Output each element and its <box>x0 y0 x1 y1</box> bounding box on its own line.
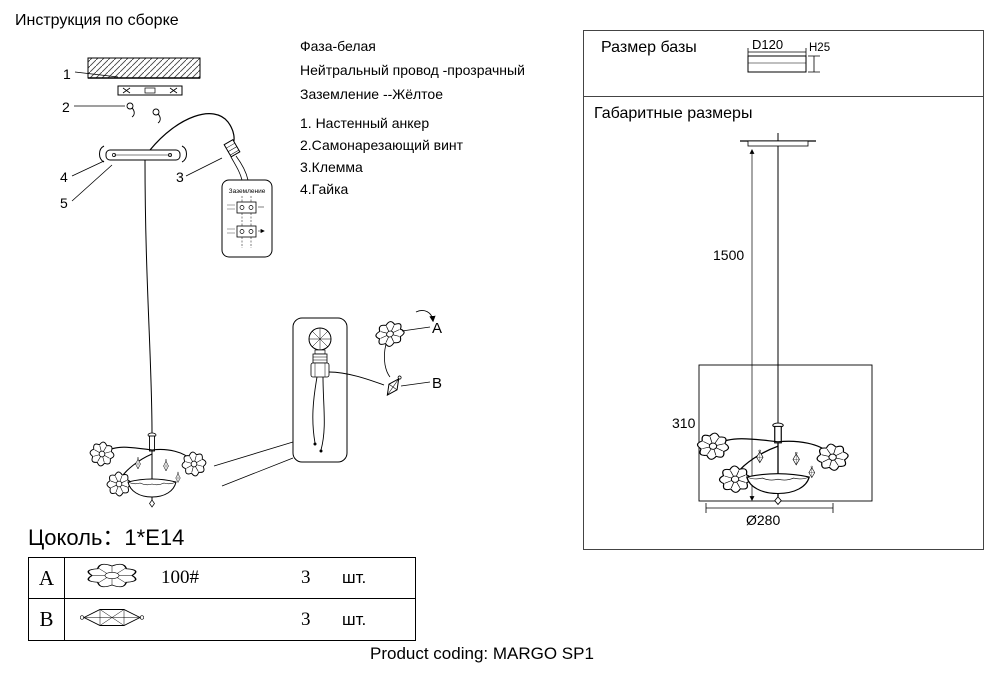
parts-item-3: 3.Клемма <box>300 159 363 175</box>
product-coding: Product coding: MARGO SP1 <box>370 644 594 663</box>
callout-1: 1 <box>63 66 71 82</box>
dimensions-panel: Размер базы Габаритные размеры <box>583 30 984 550</box>
drop-height-label: 1500 <box>713 247 745 263</box>
row-unit: шт. <box>342 609 367 629</box>
row-qty: 3 <box>301 567 311 588</box>
ground-detail-box: Заземление <box>221 179 273 258</box>
row-qty: 3 <box>301 608 311 630</box>
table-row: A 100# 3 шт. <box>29 558 415 599</box>
parts-item-4: 4.Гайка <box>300 181 349 197</box>
screw-icon <box>126 102 135 118</box>
callout-4: 4 <box>60 169 68 185</box>
row-unit: шт. <box>342 568 367 587</box>
flower-shade-detail <box>372 317 408 351</box>
base-height-label: H25 <box>809 42 831 54</box>
callout-a: A <box>432 320 443 337</box>
wiring-neutral: Нейтральный провод -прозрачный <box>300 62 525 78</box>
socket-info: Цоколь：1*E14 <box>28 525 185 550</box>
callout-2: 2 <box>62 99 70 115</box>
fixture-height-label: 310 <box>672 415 696 431</box>
row-spec: 100# <box>161 567 199 588</box>
magnifier-lines <box>213 441 294 487</box>
screw-icon <box>152 108 161 124</box>
callout-b: B <box>432 375 443 392</box>
flower-shade-icon <box>80 561 144 596</box>
parts-item-2: 2.Самонарезающий винт <box>300 137 464 153</box>
overall-size-heading: Габаритные размеры <box>594 105 753 122</box>
parts-list: 1. Настенный анкер 2.Самонарезающий винт… <box>300 112 463 200</box>
callout-5: 5 <box>60 195 68 211</box>
terminal-connector <box>223 139 241 158</box>
parts-item-1: 1. Настенный анкер <box>300 115 430 131</box>
pendant-lamp-drawing <box>88 159 208 507</box>
base-diameter-label: D120 <box>752 37 784 52</box>
wiring-phase: Фаза-белая <box>300 38 376 54</box>
canopy-drawing <box>99 145 187 163</box>
wiring-notes: Фаза-белая Нейтральный провод -прозрачны… <box>300 34 525 106</box>
crystal-ornament-icon <box>79 606 145 633</box>
base-size-heading: Размер базы <box>601 39 697 56</box>
ground-detail-title: Заземление <box>229 188 266 195</box>
detail-inset <box>292 310 436 463</box>
row-letter: B <box>29 599 65 640</box>
ceiling-drawing <box>71 57 223 202</box>
wiring-ground: Заземление --Жёлтое <box>300 86 443 102</box>
fixture-diameter-label: Ø280 <box>746 512 781 528</box>
components-table: A 100# 3 шт. B <box>28 557 416 641</box>
bulb-detail <box>308 327 332 453</box>
callout-3: 3 <box>176 169 184 185</box>
table-row: B 3 шт. <box>29 599 415 640</box>
mounting-bracket <box>117 85 183 96</box>
callout-leader-lines <box>71 71 223 202</box>
page-title: Инструкция по сборке <box>15 12 179 29</box>
power-wire-drawing <box>149 113 249 181</box>
crystal-detail <box>382 372 406 399</box>
panel-divider <box>584 96 983 97</box>
row-letter: A <box>29 558 65 598</box>
